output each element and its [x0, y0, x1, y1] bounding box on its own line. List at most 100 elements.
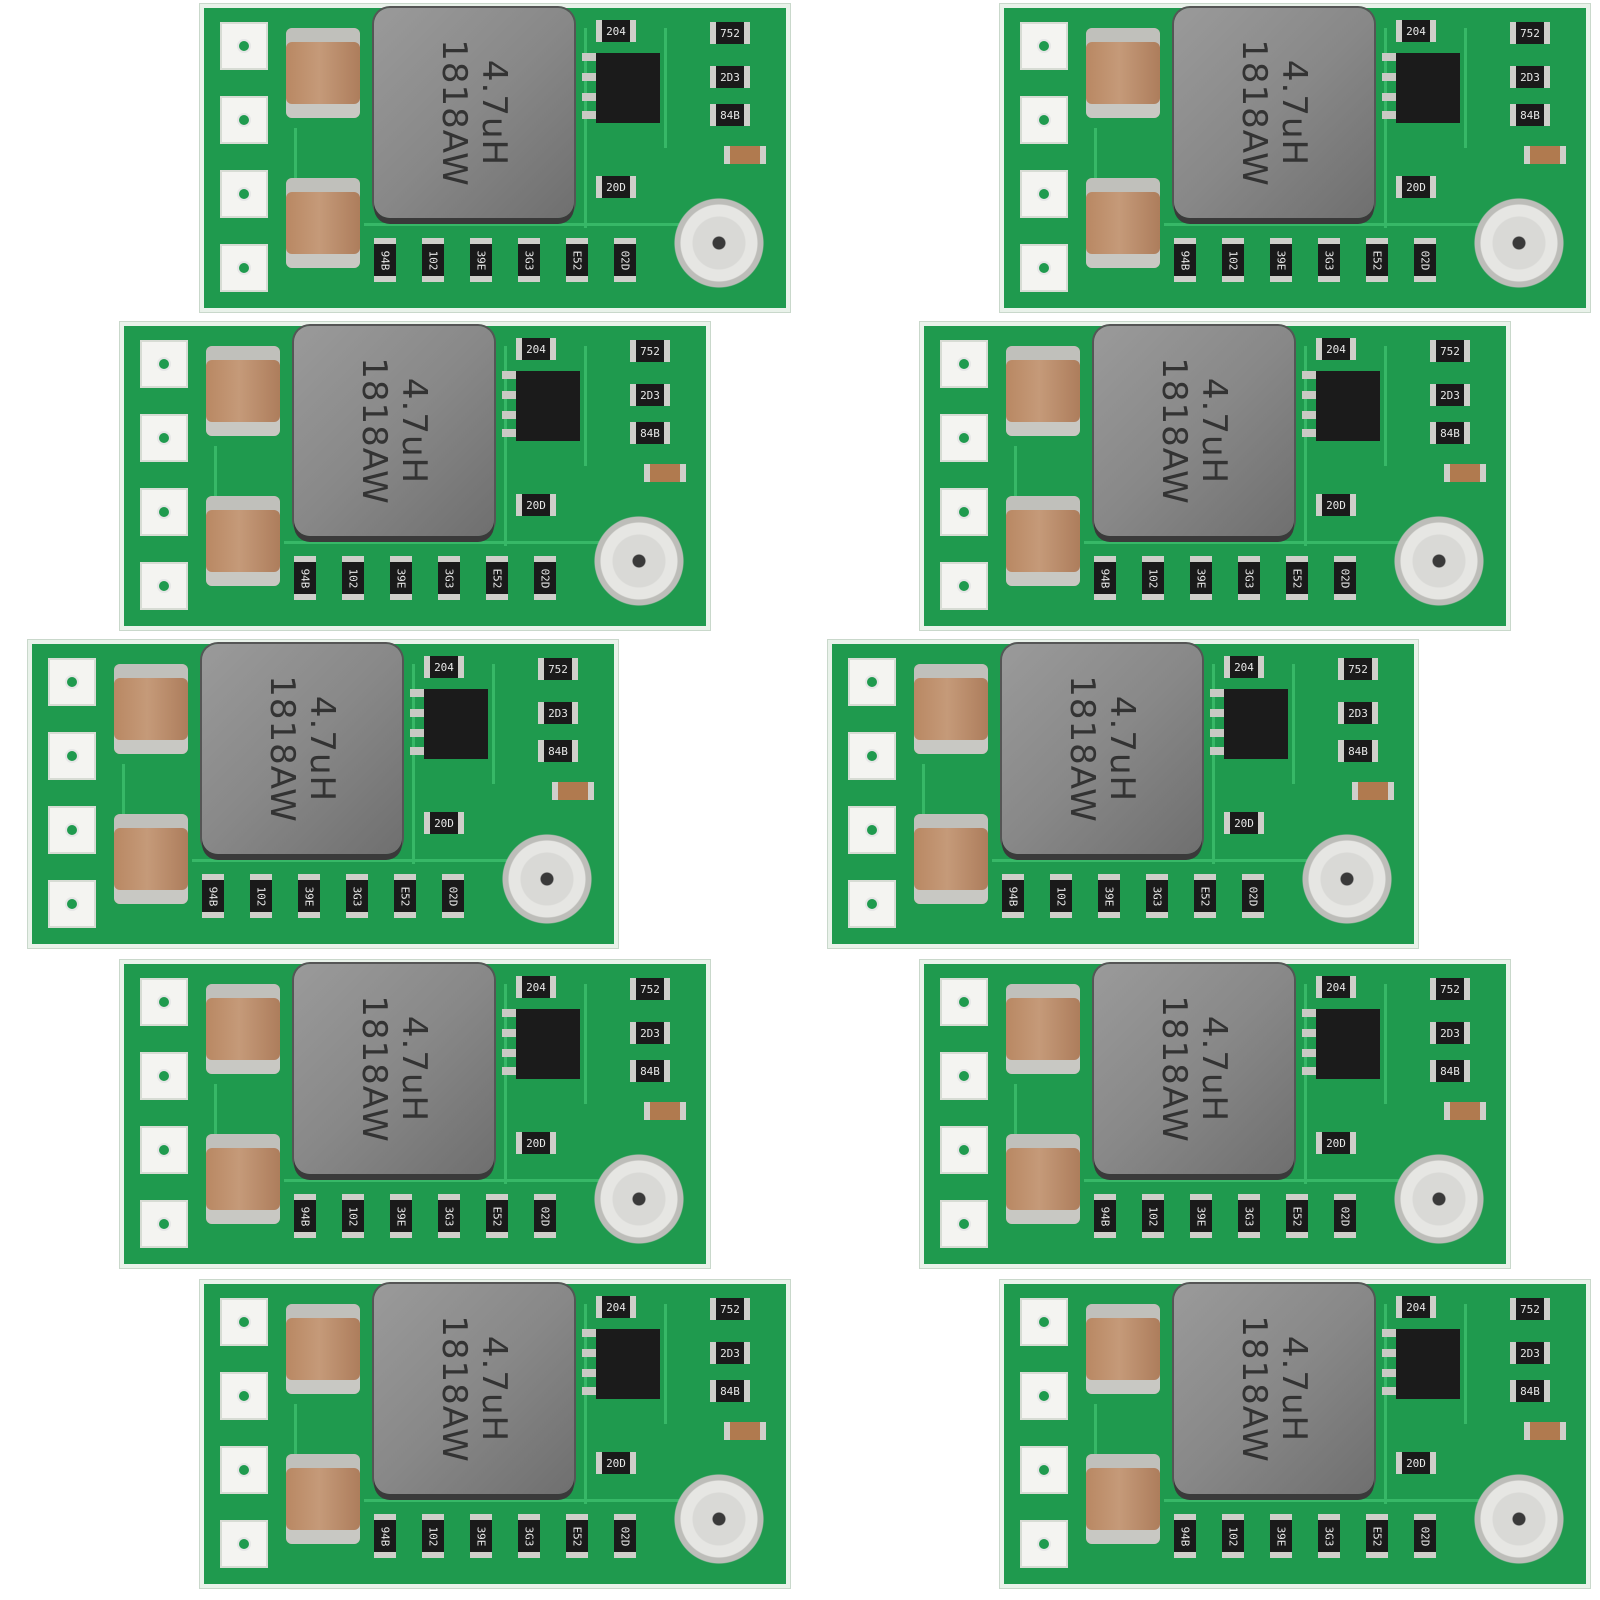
- ic-pin: [1210, 689, 1224, 697]
- resistor-code: 02D: [538, 1206, 552, 1226]
- smd-resistor: 20D: [1316, 494, 1356, 516]
- resistor-code: 39E: [474, 250, 488, 270]
- ic-pin: [1382, 111, 1396, 119]
- resistor-code: E52: [570, 250, 584, 270]
- pcb-trace: [664, 1304, 667, 1424]
- capacitor: [114, 664, 188, 754]
- ic-pin: [1302, 1029, 1316, 1037]
- inductor-code: 1818AW: [1234, 39, 1274, 187]
- pcb-trace: [1304, 346, 1307, 546]
- small-capacitor: [724, 1422, 766, 1440]
- resistor-code: 39E: [1194, 568, 1208, 588]
- smd-resistor: 204: [424, 656, 464, 678]
- solder-pad: [140, 1200, 188, 1248]
- resistor-code: 204: [606, 1300, 626, 1314]
- resistor-code: 3G3: [1322, 1526, 1336, 1546]
- solder-pad: [848, 806, 896, 854]
- resistor-code: 3G3: [442, 1206, 456, 1226]
- resistor-code: 2D3: [1440, 388, 1460, 402]
- smd-resistor: E52: [394, 874, 416, 918]
- smd-resistor: 2D3: [630, 384, 670, 406]
- resistor-code: 204: [606, 24, 626, 38]
- resistor-code: 752: [720, 1302, 740, 1316]
- solder-pad: [1020, 170, 1068, 218]
- capacitor: [914, 664, 988, 754]
- smd-resistor: 84B: [538, 740, 578, 762]
- resistor-code: 20D: [526, 498, 546, 512]
- smd-resistor: 84B: [630, 422, 670, 444]
- smd-resistor: 94B: [202, 874, 224, 918]
- resistor-code: 3G3: [442, 568, 456, 588]
- resistor-code: E52: [1290, 568, 1304, 588]
- resistor-code: 20D: [526, 1136, 546, 1150]
- solder-pad: [220, 96, 268, 144]
- pin-header: [934, 974, 994, 1258]
- smd-resistor: 204: [516, 976, 556, 998]
- solder-pad: [220, 1298, 268, 1346]
- inductor-code: 1818AW: [1154, 357, 1194, 505]
- smd-resistor: 84B: [1338, 740, 1378, 762]
- smd-resistor: 2D3: [1430, 1022, 1470, 1044]
- small-capacitor: [1352, 782, 1394, 800]
- smd-resistor: 39E: [1098, 874, 1120, 918]
- smd-resistor: 2D3: [1338, 702, 1378, 724]
- ic-pin: [410, 709, 424, 717]
- ic-pin: [582, 1369, 596, 1377]
- resistor-code: E52: [1370, 250, 1384, 270]
- smd-resistor: 02D: [1414, 1514, 1436, 1558]
- ic-pin: [502, 411, 516, 419]
- ic-pin: [1210, 709, 1224, 717]
- smd-resistor: 94B: [1002, 874, 1024, 918]
- smd-resistor: 94B: [1094, 1194, 1116, 1238]
- smd-resistor: 84B: [630, 1060, 670, 1082]
- resistor-code: 102: [1146, 1206, 1160, 1226]
- smd-resistor: 20D: [1396, 1452, 1436, 1474]
- resistor-code: 3G3: [1242, 568, 1256, 588]
- inductor-value: 4.7uH: [394, 1015, 434, 1123]
- ic-pin: [1302, 1067, 1316, 1075]
- small-capacitor: [644, 464, 686, 482]
- resistor-code: 752: [1520, 26, 1540, 40]
- capacitor: [1086, 1454, 1160, 1544]
- pcb-trace: [584, 984, 587, 1104]
- inductor-value: 4.7uH: [1274, 1335, 1314, 1443]
- ic-chip: [1224, 689, 1288, 759]
- ic-chip: [1396, 53, 1460, 123]
- smd-resistor: 204: [1396, 1296, 1436, 1318]
- ic-pin: [582, 1387, 596, 1395]
- ic-pin: [410, 689, 424, 697]
- ic-pin: [1302, 1049, 1316, 1057]
- smd-resistor: 752: [710, 22, 750, 44]
- resistor-code: 102: [1226, 250, 1240, 270]
- inductor-code: 1818AW: [434, 39, 474, 187]
- pcb-trace: [1164, 223, 1554, 226]
- resistor-code: 39E: [1102, 886, 1116, 906]
- smd-resistor: 204: [1316, 338, 1356, 360]
- pcb-trace: [214, 446, 217, 506]
- capacitor: [286, 1304, 360, 1394]
- resistor-code: 2D3: [720, 1346, 740, 1360]
- trimmer-potentiometer: [1394, 1154, 1484, 1244]
- ic-pin: [1382, 1329, 1396, 1337]
- smd-resistor: 20D: [516, 1132, 556, 1154]
- smd-resistor: 94B: [1174, 238, 1196, 282]
- ic-pin: [410, 747, 424, 755]
- resistor-code: 3G3: [1150, 886, 1164, 906]
- trimmer-potentiometer: [594, 1154, 684, 1244]
- capacitor: [206, 984, 280, 1074]
- ic-pin: [1302, 391, 1316, 399]
- resistor-code: 3G3: [1242, 1206, 1256, 1226]
- smd-resistor: 39E: [298, 874, 320, 918]
- smd-resistor: E52: [566, 238, 588, 282]
- resistor-code: 204: [526, 342, 546, 356]
- pcb-trace: [1094, 1404, 1097, 1464]
